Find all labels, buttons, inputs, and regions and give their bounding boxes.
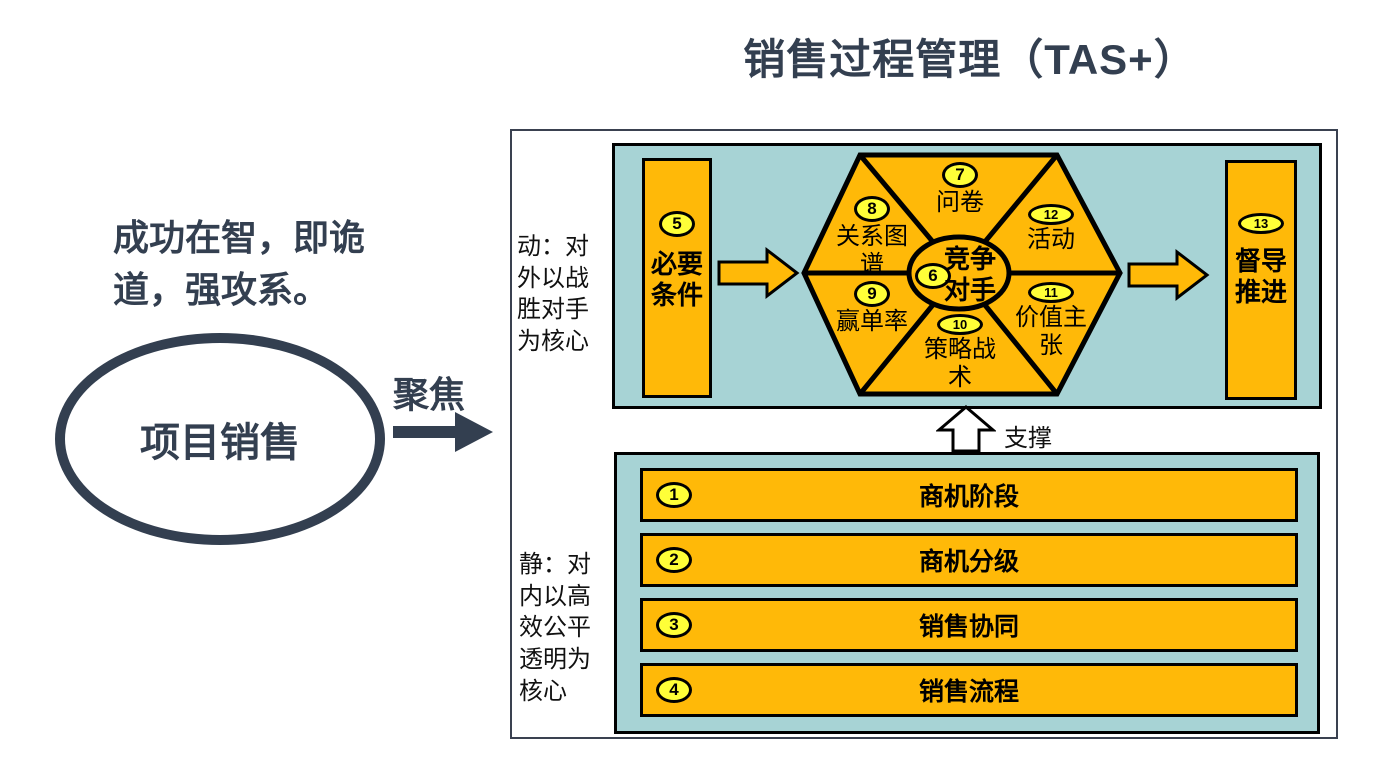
- focus-arrow-label: 聚焦: [393, 374, 466, 415]
- segment-value-proposition: 11 价值主张: [1003, 282, 1099, 359]
- focus-right-arrow-icon: [393, 412, 493, 452]
- bar-opportunity-stage: 1 商机阶段: [640, 468, 1298, 522]
- supervise-advance-label: 督导推进: [1234, 246, 1287, 308]
- badge-2: 2: [656, 547, 692, 573]
- necessary-conditions-label: 必要条件: [650, 249, 703, 311]
- badge-9: 9: [854, 281, 890, 307]
- dynamic-side-label: 动：对外以战胜对手为核心: [517, 233, 589, 356]
- support-up-arrow-icon: [936, 405, 996, 453]
- arrow-out-icon: [1127, 248, 1210, 302]
- page-title: 销售过程管理（TAS+）: [743, 36, 1197, 83]
- bar-sales-process: 4 销售流程: [640, 663, 1298, 717]
- segment-strategy-tactics: 10 策略战术: [908, 314, 1012, 391]
- supervise-advance-box: 13 督导推进: [1225, 160, 1297, 400]
- bar-sales-collaboration: 3 销售协同: [640, 598, 1298, 652]
- bar-opportunity-grading: 2 商机分级: [640, 533, 1298, 587]
- segment-win-rate: 9 赢单率: [820, 281, 924, 336]
- arrow-in-icon: [717, 246, 800, 300]
- static-panel: 1 商机阶段 2 商机分级 3 销售协同 4 销售流程: [614, 452, 1320, 734]
- badge-10: 10: [937, 314, 983, 335]
- badge-6: 6: [915, 263, 951, 289]
- badge-8: 8: [854, 196, 890, 222]
- badge-13: 13: [1238, 213, 1284, 234]
- support-label: 支撑: [1004, 425, 1052, 452]
- badge-4: 4: [656, 677, 692, 703]
- project-sales-ellipse: 项目销售: [55, 333, 385, 545]
- segment-activities: 12 活动: [1003, 204, 1099, 254]
- project-sales-label: 项目销售: [140, 421, 300, 465]
- badge-12: 12: [1028, 204, 1074, 225]
- segment-relationship-map: 8 关系图谱: [820, 196, 924, 278]
- badge-1: 1: [656, 482, 692, 508]
- badge-5: 5: [659, 211, 695, 237]
- badge-3: 3: [656, 612, 692, 638]
- badge-7: 7: [942, 162, 978, 188]
- necessary-conditions-box: 5 必要条件: [642, 158, 712, 398]
- segment-questionnaire: 7 问卷: [908, 162, 1012, 217]
- tas-diagram-frame: 动：对外以战胜对手为核心 5 必要条件 7 问卷: [510, 129, 1338, 739]
- dynamic-panel: 5 必要条件 7 问卷 8 关系图谱 12 活动 9 赢单率 11 价值主张: [612, 143, 1322, 409]
- badge-11: 11: [1028, 282, 1074, 303]
- static-side-label: 静：对内以高效公平透明为核心: [519, 551, 591, 705]
- competitor-label: 竞争对手: [943, 244, 996, 306]
- quote-text: 成功在智，即诡道，强攻系。: [113, 217, 366, 311]
